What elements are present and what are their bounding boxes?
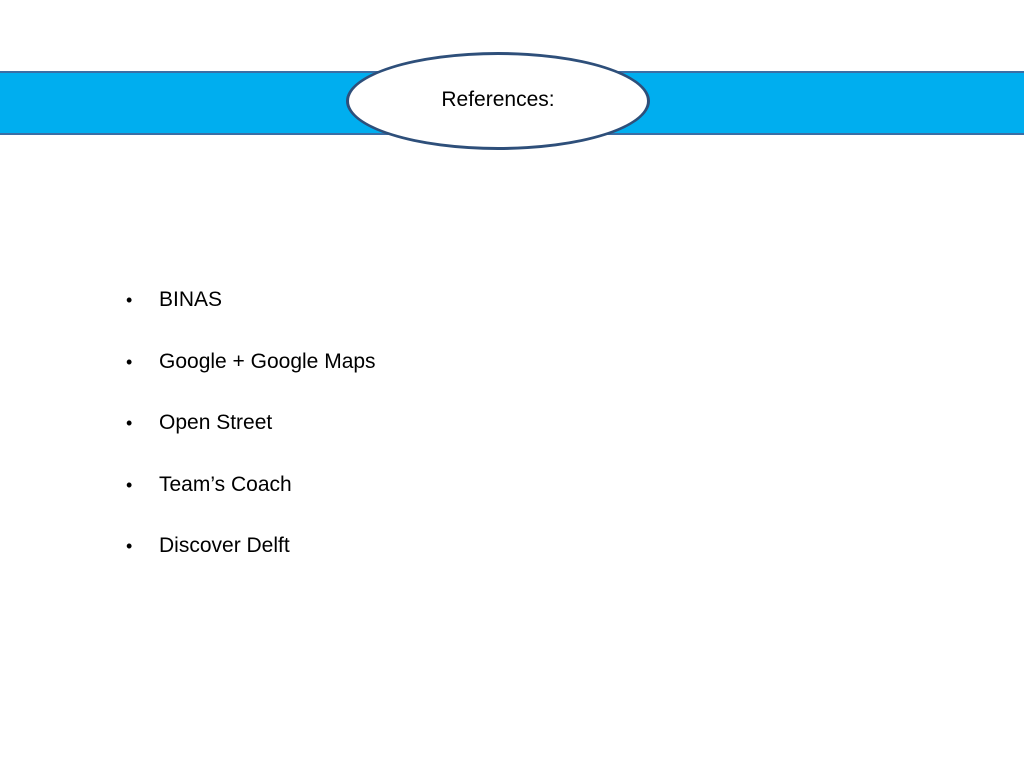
reference-label: BINAS [159, 288, 223, 311]
list-item: • Team’s Coach [126, 468, 376, 530]
list-item: • Open Street [126, 406, 376, 468]
bullet-icon: • [126, 290, 133, 310]
reference-label: Open Street [159, 411, 273, 434]
reference-label: Team’s Coach [159, 472, 292, 496]
bullet-icon: • [126, 413, 133, 433]
reference-label: Discover Delft [159, 534, 290, 557]
list-item: • Google + Google Maps [126, 345, 376, 407]
reference-list: • BINAS • Google + Google Maps • Open St… [126, 283, 376, 591]
slide-title: References: [441, 88, 555, 111]
bullet-icon: • [126, 351, 133, 372]
bullet-icon: • [126, 474, 133, 495]
list-item: • Discover Delft [126, 529, 376, 591]
title-oval: References: [346, 52, 650, 150]
bullet-icon: • [126, 536, 133, 556]
reference-label: Google + Google Maps [159, 349, 376, 373]
list-item: • BINAS [126, 283, 376, 345]
